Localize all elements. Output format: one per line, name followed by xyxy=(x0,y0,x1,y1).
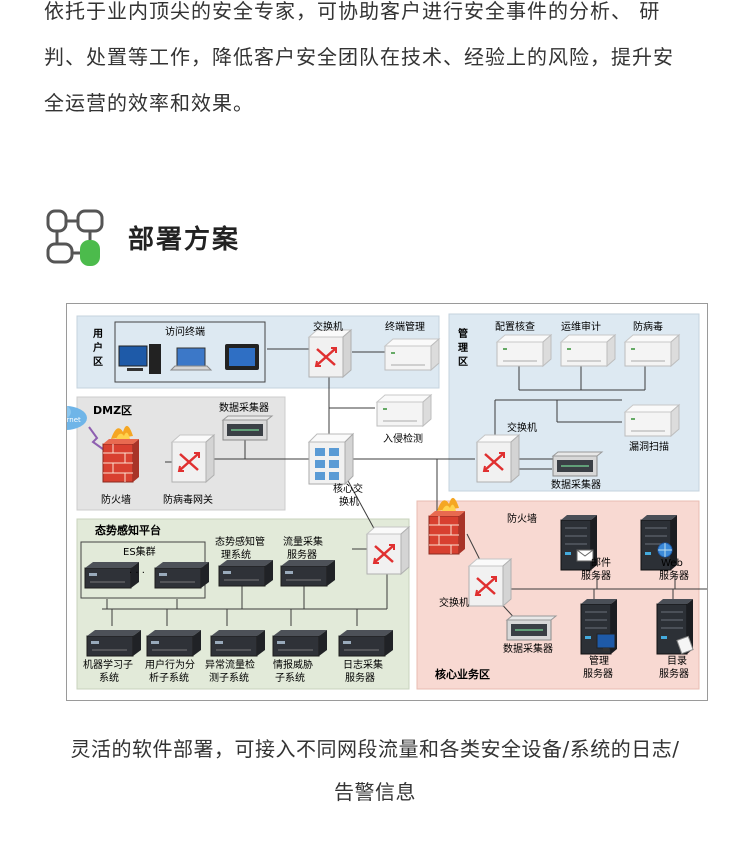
threat-label-1: 情报威胁 xyxy=(273,658,313,671)
terminal-mgmt-server-icon xyxy=(384,338,440,371)
web-label-1: Web xyxy=(661,558,683,569)
antivirus-server-icon xyxy=(624,334,680,367)
core-access-switch-label: 交换机 xyxy=(439,596,469,609)
mgmt-switch-label: 交换机 xyxy=(507,421,537,434)
config-check-server-icon xyxy=(496,334,552,367)
ids-server-icon xyxy=(376,394,432,427)
mgmt-collector-icon xyxy=(552,451,603,477)
caption-line: 灵活的软件部署，可接入不同网段流量和各类安全设备/系统的日志/ xyxy=(70,737,680,761)
core-collector-icon xyxy=(506,615,557,641)
es-node-icon xyxy=(154,561,210,589)
terminal-group-box xyxy=(114,321,266,383)
av-gateway-label: 防病毒网关 xyxy=(163,493,213,506)
laptop-icon xyxy=(169,347,213,371)
section-title: 部署方案 xyxy=(128,224,241,255)
vuln-scan-label: 漏洞扫描 xyxy=(629,440,669,453)
sa-mgmt-label-1: 态势感知管 xyxy=(215,535,265,548)
desktop-pc-icon xyxy=(118,344,161,374)
ml-label-1: 机器学习子 xyxy=(83,658,133,671)
situation-awareness-zone xyxy=(76,518,410,690)
globe-icon xyxy=(657,542,673,558)
dmz-firewall-label: 防火墙 xyxy=(101,493,131,506)
internet-link xyxy=(88,426,108,453)
terminal-access-label: 访问终端 xyxy=(165,325,205,338)
internet-label: Internet xyxy=(67,416,81,424)
network-links xyxy=(102,348,707,635)
monitor-icon xyxy=(596,633,616,651)
dmz-collector-icon xyxy=(222,415,273,441)
mgmt-server-label-2: 服务器 xyxy=(583,667,613,680)
anomaly-label-1: 异常流量检 xyxy=(205,658,255,671)
flow-collect-label-2: 服务器 xyxy=(287,548,317,561)
ml-server-icon xyxy=(86,629,142,657)
core-switch-icon xyxy=(307,432,355,486)
core-collector-label: 数据采集器 xyxy=(503,642,553,655)
network-topology: 用 户 区 管 理 区 DMZ区 态势感知平台 核心业务区 xyxy=(43,313,707,690)
sa-mgmt-label-2: 理系统 xyxy=(221,548,251,561)
mgmt-collector-label: 数据采集器 xyxy=(551,478,601,491)
mail-envelope-icon xyxy=(576,549,594,562)
dmz-zone-label: DMZ区 xyxy=(93,404,132,417)
uba-label-2: 析子系统 xyxy=(149,671,189,684)
user-zone-label-2: 户 xyxy=(92,341,103,354)
situation-zone-label: 态势感知平台 xyxy=(95,523,161,537)
sa-mgmt-server-icon xyxy=(218,559,274,587)
directory-label-1: 目录 xyxy=(667,655,687,667)
core-firewall-label: 防火墙 xyxy=(507,512,537,525)
uba-label-1: 用户行为分 xyxy=(145,658,195,671)
user-switch-label: 交换机 xyxy=(313,320,343,333)
ids-label: 入侵检测 xyxy=(383,432,423,445)
web-label-2: 服务器 xyxy=(659,569,689,582)
flow-collect-label-1: 流量采集 xyxy=(283,535,323,548)
uba-server-icon xyxy=(146,629,202,657)
mail-label-2: 服务器 xyxy=(581,569,611,582)
vuln-scan-server-icon xyxy=(624,404,680,437)
directory-label-2: 服务器 xyxy=(659,667,689,680)
tablet-icon xyxy=(225,344,259,370)
threat-intel-server-icon xyxy=(272,629,328,657)
ops-audit-label: 运维审计 xyxy=(561,320,601,333)
log-label-1: 日志采集 xyxy=(343,658,383,671)
mail-label-1: 邮件 xyxy=(591,556,611,569)
intro-line: 全运营的效率和效果。 xyxy=(44,91,254,115)
ml-label-2: 系统 xyxy=(99,671,119,684)
es-ellipsis: · · · xyxy=(129,568,145,579)
core-switch-label-1: 核心交 xyxy=(333,482,363,495)
config-check-label: 配置核查 xyxy=(495,320,535,333)
section-heading: 部署方案 xyxy=(44,206,240,268)
ops-audit-server-icon xyxy=(560,334,616,367)
anomaly-server-icon xyxy=(210,629,266,657)
mgmt-zone-label-1: 管 xyxy=(458,327,468,340)
anomaly-label-2: 测子系统 xyxy=(209,671,249,684)
intro-line: 判、处置等工作，降低客户安全团队在技术、经验上的风险，提升安 xyxy=(44,45,674,69)
user-zone-label-3: 区 xyxy=(93,356,103,368)
core-zone-label: 核心业务区 xyxy=(435,667,490,681)
flow-collect-server-icon xyxy=(280,559,336,587)
mgmt-zone-label-2: 理 xyxy=(458,342,468,354)
intro-paragraph: 依托于业内顶尖的安全专家，可协助客户进行安全事件的分析、 研 判、处置等工作，降… xyxy=(44,0,716,126)
mgmt-switch-icon xyxy=(475,433,521,484)
dmz-collector-label: 数据采集器 xyxy=(219,401,269,414)
log-label-2: 服务器 xyxy=(345,671,375,684)
flowchart-icon xyxy=(46,209,104,266)
user-zone-label-1: 用 xyxy=(92,328,103,340)
caption-line: 告警信息 xyxy=(334,780,416,804)
mgmt-server-label-1: 管理 xyxy=(589,654,609,667)
intro-line: 依托于业内顶尖的安全专家，可协助客户进行安全事件的分析、 研 xyxy=(44,0,661,23)
antivirus-label: 防病毒 xyxy=(633,320,663,333)
av-gateway-icon xyxy=(170,433,216,484)
log-server-icon xyxy=(338,629,394,657)
book-icon xyxy=(676,635,694,655)
es-cluster-label: ES集群 xyxy=(123,545,156,558)
core-switch-access-icon xyxy=(467,557,513,608)
threat-label-2: 子系统 xyxy=(275,671,305,684)
deployment-diagram: 用 户 区 管 理 区 DMZ区 态势感知平台 核心业务区 xyxy=(43,303,708,701)
terminal-mgmt-label: 终端管理 xyxy=(385,320,425,333)
mgmt-zone-label-3: 区 xyxy=(458,356,468,368)
user-switch-icon xyxy=(307,328,353,379)
sa-switch-icon xyxy=(365,525,411,576)
core-switch-label-2: 换机 xyxy=(339,495,359,508)
